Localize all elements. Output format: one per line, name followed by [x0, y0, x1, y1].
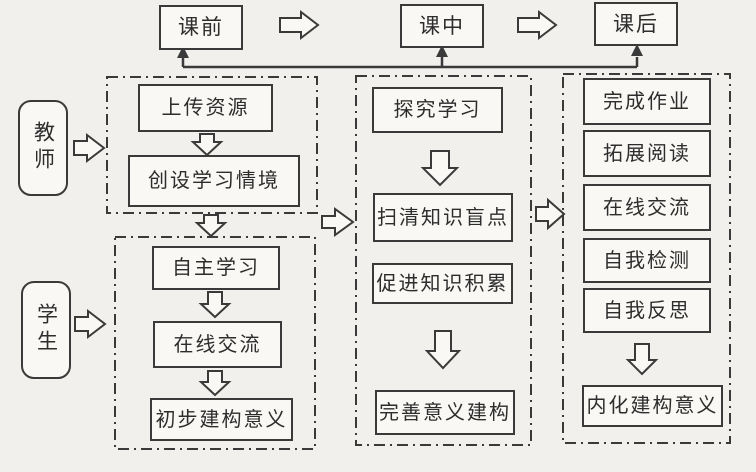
container-student-pre-class — [114, 236, 316, 450]
step-box-promote-knowledge-accumulation: 促进知识积累 — [372, 263, 513, 304]
step-box-internalize-meaning-construction: 内化建构意义 — [582, 385, 723, 427]
up-arrowhead-during-class — [436, 45, 448, 57]
step-box-autonomous-learning: 自主学习 — [152, 246, 280, 290]
phase-box-after-class: 课后 — [594, 2, 678, 46]
container-after-class — [562, 73, 731, 444]
step-box-perfect-meaning-construction: 完善意义建构 — [375, 390, 515, 435]
step-box-upload-resources: 上传资源 — [138, 84, 273, 132]
down-arrow-accumulate-to-perfect — [424, 330, 462, 370]
step-box-self-reflection: 自我反思 — [583, 288, 711, 333]
step-box-complete-homework: 完成作业 — [583, 78, 711, 125]
down-arrow-inquiry-to-blindspots — [420, 150, 460, 187]
actor-box-teacher: 教师 — [18, 100, 68, 196]
step-box-online-communication-pre: 在线交流 — [153, 321, 282, 368]
step-box-clear-knowledge-blindspots: 扫清知识盲点 — [373, 193, 513, 242]
block-arrow-inclass-to-afterclass — [535, 197, 566, 231]
phase-box-before-class: 课前 — [159, 5, 243, 50]
down-arrow-upload-to-create — [190, 133, 224, 157]
down-arrow-reflect-to-internalize — [625, 343, 659, 376]
block-arrow-teacher — [73, 132, 106, 164]
step-box-extended-reading: 拓展阅读 — [583, 130, 711, 177]
block-arrow-during-to-after — [517, 9, 558, 41]
actor-box-student: 学生 — [21, 281, 71, 379]
block-arrow-pre-to-during — [279, 9, 320, 41]
phase-box-during-class: 课中 — [400, 4, 484, 48]
step-box-create-learning-situation: 创设学习情境 — [128, 155, 300, 207]
feedback-line — [177, 44, 643, 69]
step-box-online-communication-post: 在线交流 — [583, 184, 711, 231]
block-arrow-student — [74, 308, 107, 340]
down-arrow-online-to-initial — [198, 370, 232, 397]
block-arrow-preclass-to-inclass — [321, 207, 355, 237]
container-teacher-pre-class — [106, 76, 318, 214]
container-in-class — [355, 75, 532, 446]
step-box-self-test: 自我检测 — [583, 238, 711, 283]
up-arrowhead-pre-class — [177, 46, 189, 58]
down-arrow-selfstudy-to-online — [198, 291, 232, 319]
step-box-inquiry-learning: 探究学习 — [372, 87, 503, 133]
down-arrow-teacher-to-student-container — [194, 214, 228, 238]
up-arrowhead-after-class — [631, 44, 643, 56]
step-box-initial-meaning-construction: 初步建构意义 — [150, 398, 293, 441]
